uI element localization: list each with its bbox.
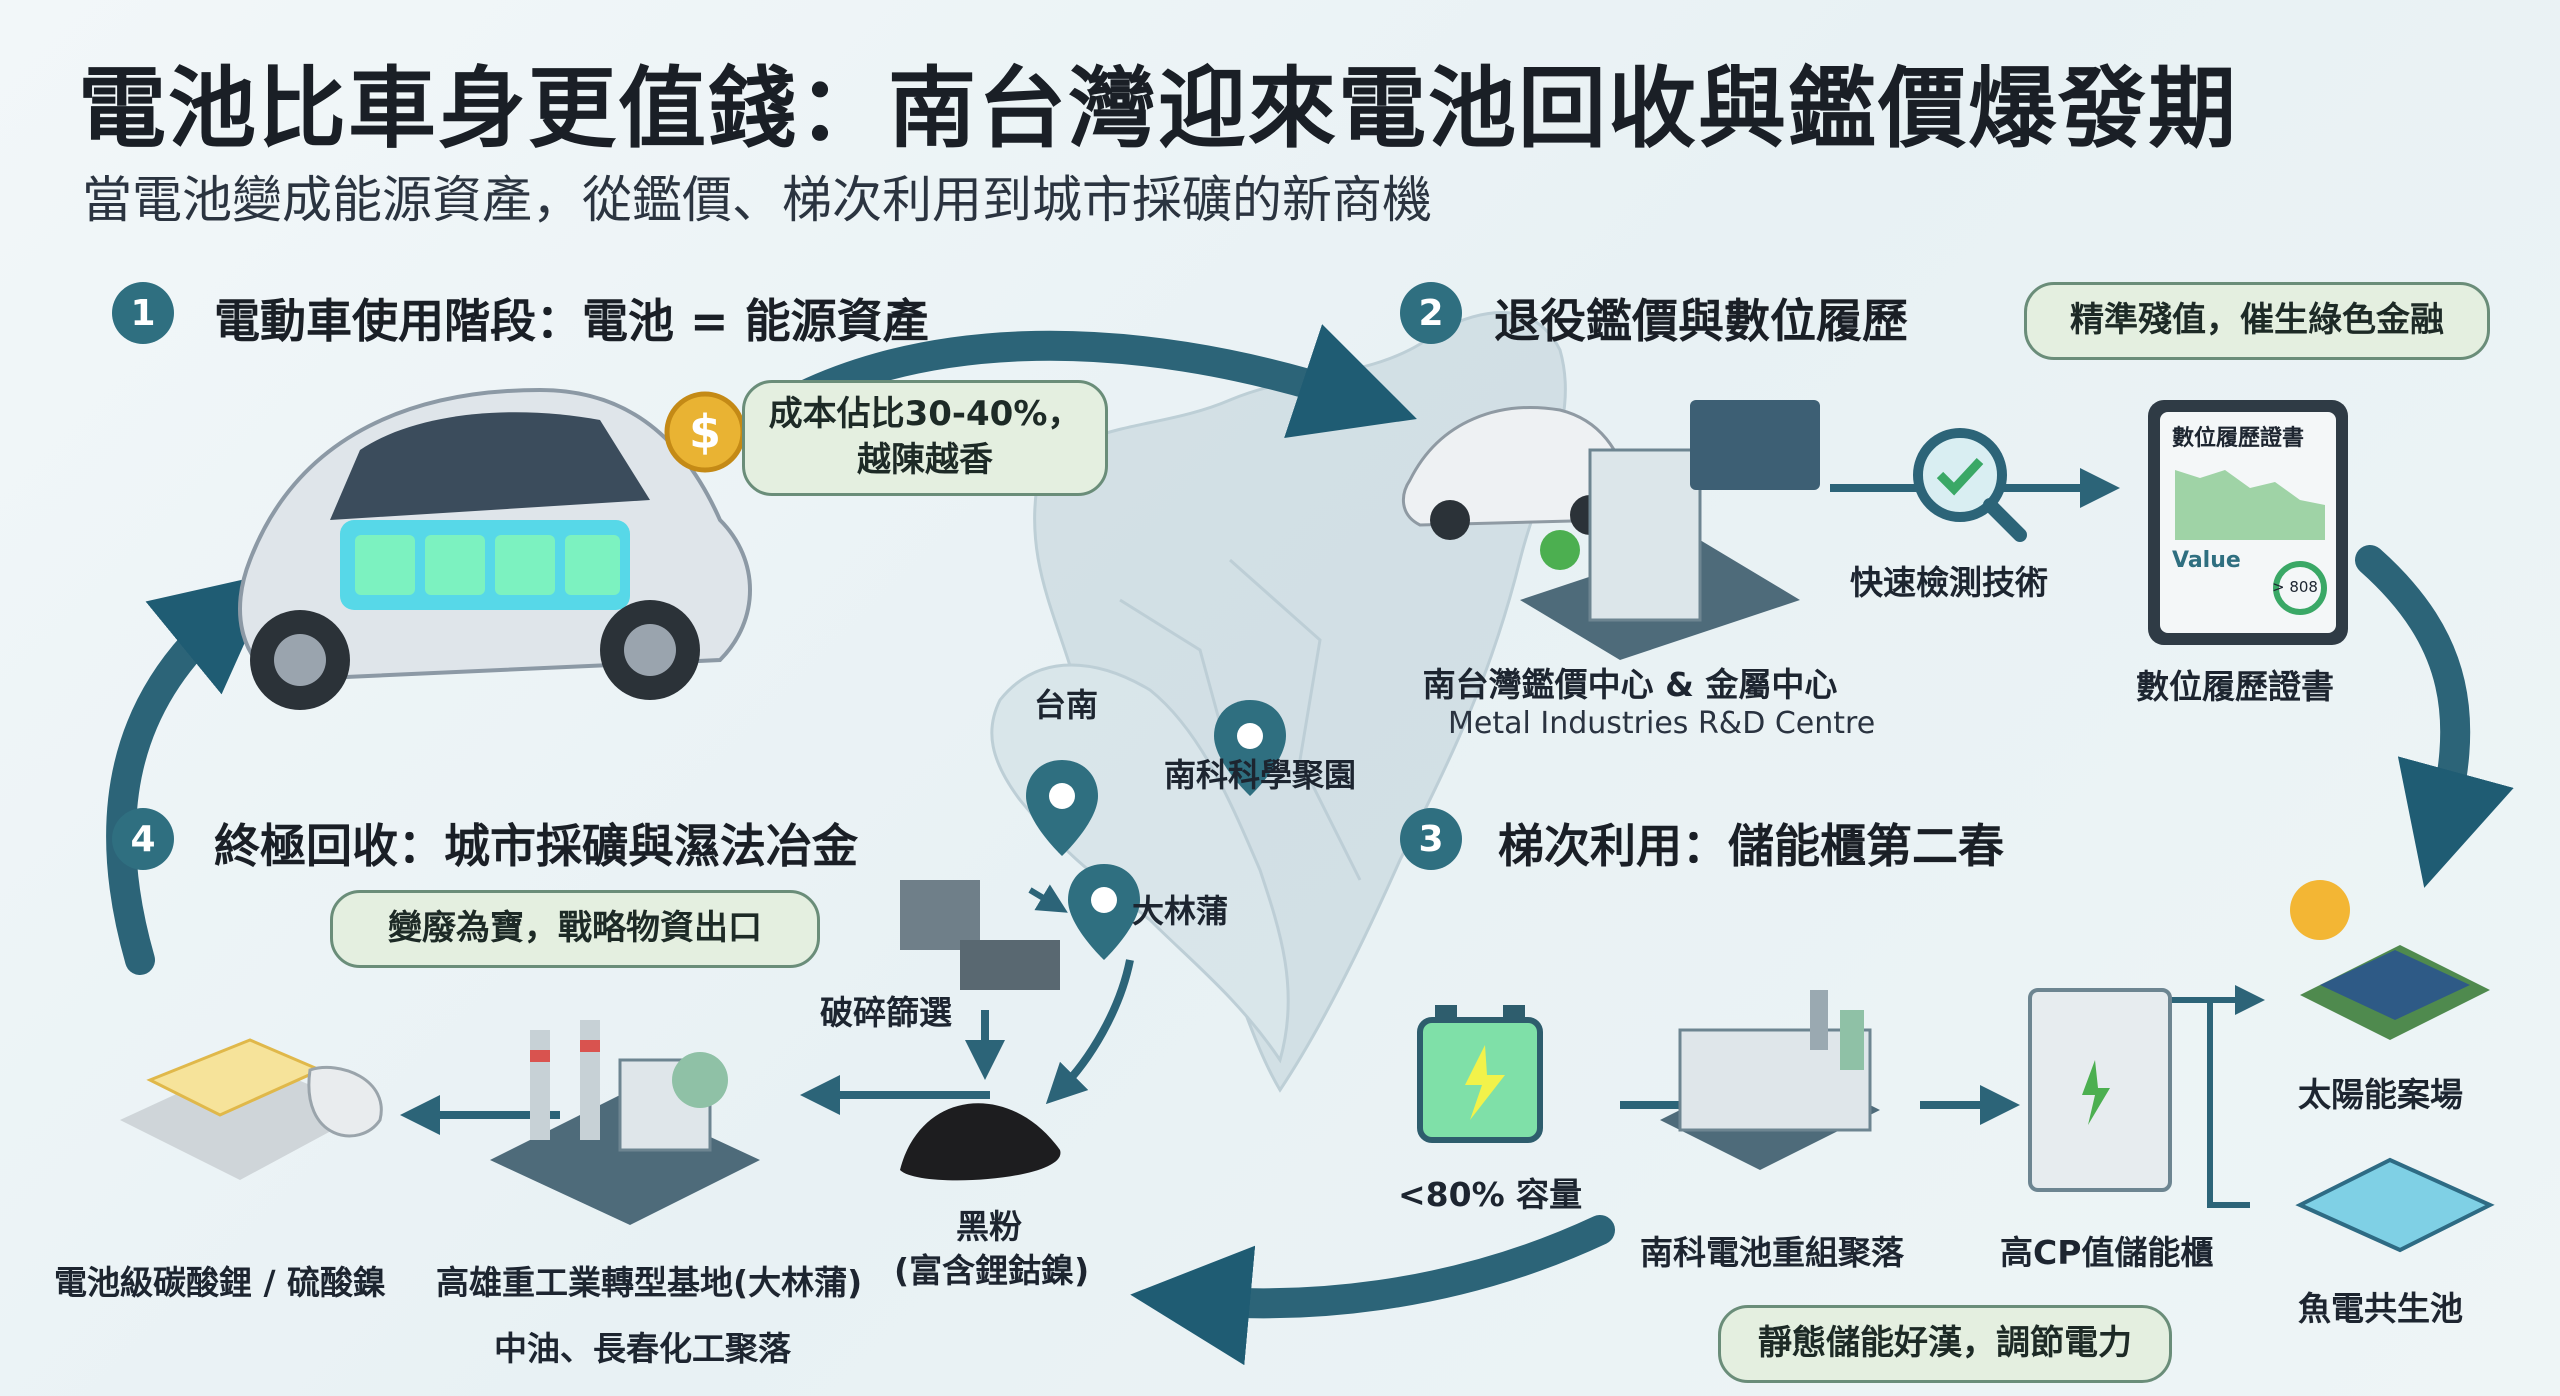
- black-powder-icon: [900, 1103, 1061, 1181]
- factory-icon: [1660, 990, 1880, 1170]
- detect-tech-label: 快速檢測技術: [1850, 563, 2048, 602]
- crusher-icon: [900, 880, 1060, 990]
- map-label-tainan: 台南: [1034, 686, 1099, 724]
- callout-cost: 成本佔比30-40%， 越陳越香: [742, 380, 1108, 496]
- lithium-ingots-icon: [120, 1038, 383, 1180]
- chem-cluster-label: 中油、長春化工聚落: [494, 1329, 791, 1368]
- powder-label-line2: (富含鋰鈷鎳): [894, 1251, 1090, 1290]
- certificate-tablet-icon: [2148, 400, 2348, 645]
- callout-storage: 靜態儲能好漢，調節電力: [1718, 1305, 2172, 1383]
- callout-cost-line2: 越陳越香: [857, 440, 993, 480]
- base-label: 高雄重工業轉型基地(大林蒲): [436, 1263, 863, 1302]
- section-1-title: 電動車使用階段：電池 = 能源資產: [214, 294, 929, 348]
- pin-dalinpu-icon: [1068, 864, 1140, 960]
- refinery-icon: [490, 1020, 760, 1225]
- certificate-screen-title: 數位履歷證書: [2172, 426, 2305, 451]
- section-1-number: 1: [112, 282, 174, 344]
- section-3-number: 3: [1400, 808, 1462, 870]
- coin-icon: $: [664, 391, 746, 473]
- flow-arrow-3-to-4: [1130, 1215, 1615, 1366]
- page-title: 電池比車身更值錢：南台灣迎來電池回收與鑑價爆發期: [78, 57, 2239, 160]
- ev-car-icon: [238, 387, 752, 710]
- certificate-label: 數位履歷證書: [2136, 667, 2334, 706]
- certificate-score: > 808: [2272, 578, 2318, 596]
- map-label-stsp: 南科科學聚園: [1164, 756, 1357, 794]
- cluster-label: 南科電池重組聚落: [1640, 1233, 1904, 1272]
- capacity-label: <80% 容量: [1398, 1175, 1583, 1214]
- crush-label: 破碎篩選: [820, 993, 952, 1032]
- section-3-title: 梯次利用：儲能櫃第二春: [1498, 819, 2004, 873]
- solar-label: 太陽能案場: [2298, 1075, 2463, 1114]
- fishery-label: 魚電共生池: [2298, 1289, 2463, 1328]
- map-label-dalinpu: 大林蒲: [1132, 892, 1229, 930]
- appraisal-center-en-label: Metal Industries R&D Centre: [1448, 706, 1876, 741]
- callout-cost-line1: 成本佔比30-40%，: [768, 394, 1082, 435]
- callout-value: 精準殘值，催生綠色金融: [2024, 282, 2490, 360]
- section-2-title: 退役鑑價與數位履歷: [1494, 294, 1908, 348]
- battery-icon: [1417, 1005, 1543, 1143]
- products-label: 電池級碳酸鋰 / 硫酸鎳: [54, 1263, 387, 1302]
- flow-arrow-2-to-3: [2355, 545, 2514, 888]
- page-subtitle: 當電池變成能源資產，從鑑價、梯次利用到城市採礦的新商機: [82, 171, 1432, 229]
- pin-stsp-icon: [1214, 700, 1286, 796]
- appraisal-center-label: 南台灣鑑價中心 & 金屬中心: [1422, 665, 1838, 704]
- section-4-number: 4: [112, 808, 174, 870]
- certificate-value-label: Value: [2172, 548, 2241, 573]
- section-4-title: 終極回收：城市採礦與濕法冶金: [214, 819, 858, 873]
- solar-farm-icon: [2290, 880, 2490, 1040]
- flow-arrow-4-to-1: [106, 571, 277, 975]
- fish-pond-icon: [2295, 1157, 2495, 1253]
- appraisal-building-icon: [1520, 400, 1820, 660]
- powder-label-line1: 黑粉: [956, 1207, 1022, 1246]
- svg-text:$: $: [689, 405, 721, 459]
- magnifier-check-icon: [1913, 428, 2027, 542]
- storage-cabinet-icon: [2028, 988, 2172, 1192]
- section-2-number: 2: [1400, 282, 1462, 344]
- pin-tainan-icon: [1026, 760, 1098, 856]
- callout-treasure: 變廢為寶，戰略物資出口: [330, 890, 820, 968]
- cabinet-label: 高CP值儲能櫃: [2000, 1233, 2214, 1272]
